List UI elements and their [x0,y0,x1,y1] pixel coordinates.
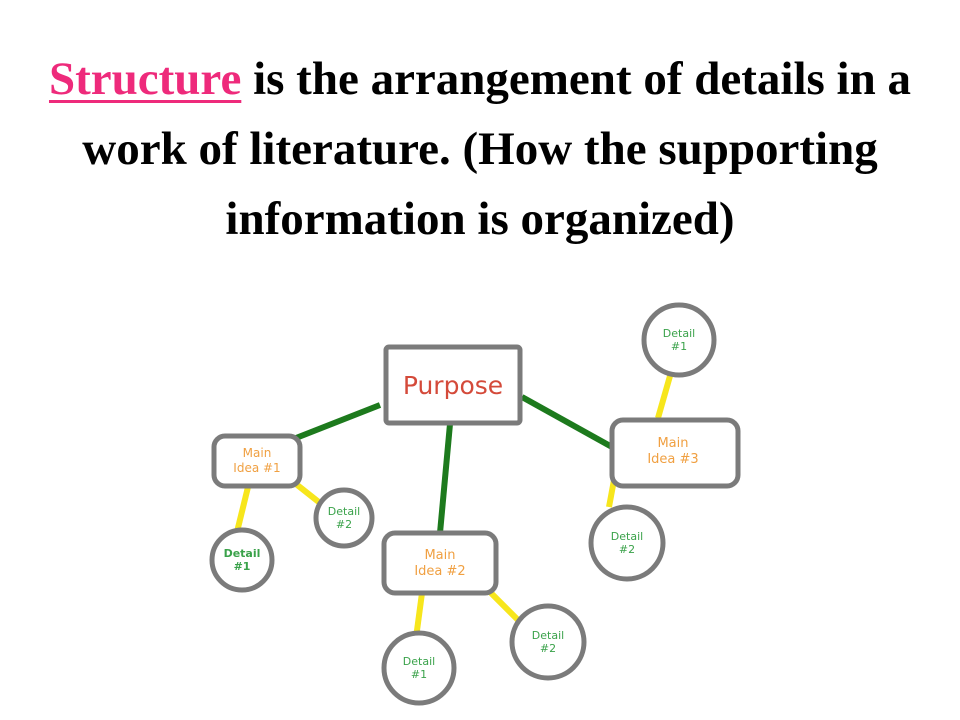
main-idea-2-label-line-2: Idea #2 [414,564,465,579]
purpose-label: Purpose [403,371,503,400]
detail-1-of-main-idea-2: Detail #1 [381,630,457,706]
main-idea-3-label-line-2: Idea #3 [647,452,698,467]
detail-1-of-main-idea-3: Detail #1 [641,302,717,378]
main-idea-3-to-detail-2-line [606,479,617,508]
detail-label-line-2: #2 [336,518,352,531]
main-idea-2-to-detail-1-line [413,592,425,639]
detail-label-line-1: Detail [611,530,643,543]
main-idea-2-to-detail-2-line [485,587,521,623]
detail-label-line-1: Detail [663,327,695,340]
purpose-to-main-idea-1-line [294,402,382,441]
main-idea-1-to-detail-2-line [294,481,322,506]
detail-label-line-1: Detail [328,505,360,518]
detail-2-of-main-idea-3: Detail #2 [588,504,666,582]
connectors [233,375,673,639]
detail-label-line-1: Detail [224,547,261,560]
slide-heading: Structure is the arrangement of details … [30,44,930,254]
detail-label-line-1: Detail [403,655,435,668]
detail-2-of-main-idea-2: Detail #2 [509,603,587,681]
main-idea-3-box: Main Idea #3 [609,417,741,489]
detail-label-line-2: #2 [540,642,556,655]
purpose-to-main-idea-2-line [437,423,453,534]
detail-label-line-2: #2 [619,543,635,556]
main-idea-3-label-line-1: Main [657,436,688,451]
main-idea-1-label-line-2: Idea #1 [233,461,280,475]
main-idea-2-label-line-1: Main [424,548,455,563]
main-idea-1-label-line-1: Main [243,446,272,460]
purpose-box: Purpose [383,344,523,426]
main-idea-2-box: Main Idea #2 [381,530,499,596]
detail-label-line-2: #1 [411,668,427,681]
heading-term: Structure [48,53,242,105]
heading-definition: is the arrangement of details in a work … [82,53,911,245]
main-idea-1-box: Main Idea #1 [211,433,303,489]
detail-label-line-2: #1 [234,560,251,573]
detail-label-line-2: #1 [671,340,687,353]
detail-2-of-main-idea-1: Detail #2 [313,487,375,549]
purpose-to-main-idea-3-line [520,394,614,450]
detail-label-line-1: Detail [532,629,564,642]
detail-1-of-main-idea-1: Detail #1 [209,527,275,593]
main-idea-3-to-detail-1-line [655,375,673,419]
